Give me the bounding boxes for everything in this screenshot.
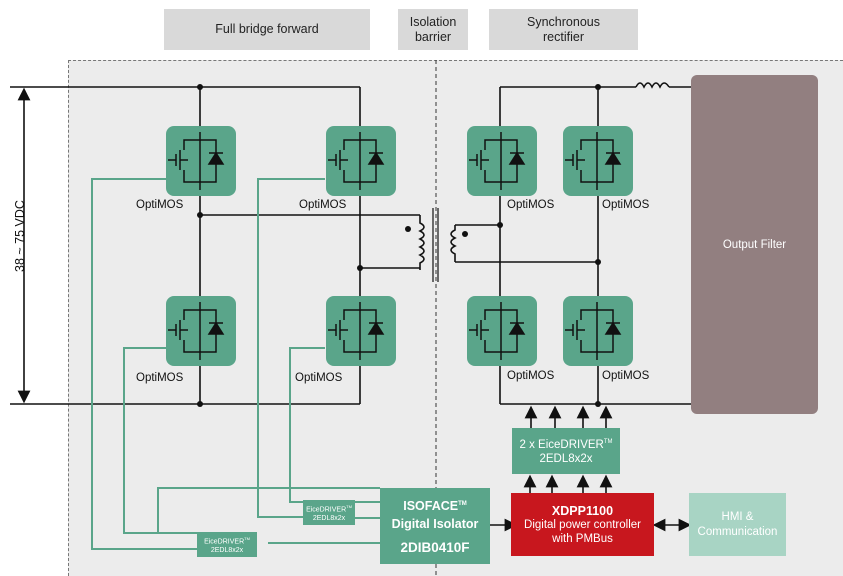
mosfet-label-q1: OptiMOS [136,199,184,211]
mosfet-icon [469,302,526,360]
mosfet-sr4 [563,296,633,366]
xdpp1100-controller: XDPP1100 Digital power controller with P… [511,493,654,556]
eicedriver-small-1: EiceDRIVERTM 2EDL8x2x [303,500,355,525]
mosfet-label-sr4: OptiMOS [602,370,650,382]
input-voltage-label: 38 ~ 75 VDC [13,200,27,272]
mosfet-label-sr1: OptiMOS [507,199,555,211]
mosfet-q2 [326,126,396,196]
header-full-bridge: Full bridge forward [164,9,370,50]
mosfet-icon [328,302,385,360]
mosfet-icon [565,132,622,190]
isoface-digital-isolator: ISOFACETM Digital Isolator 2DIB0410F [380,488,490,564]
mosfet-label-q4: OptiMOS [295,372,343,384]
output-filter-block: Output Filter [691,75,818,414]
mosfet-label-sr3: OptiMOS [507,370,555,382]
eicedriver-sr-block: 2 x EiceDRIVERTM 2EDL8x2x [512,428,620,474]
mosfet-icon [168,132,225,190]
mosfet-icon [565,302,622,360]
mosfet-label-q3: OptiMOS [136,372,184,384]
mosfet-label-q2: OptiMOS [299,199,347,211]
mosfet-icon [328,132,385,190]
mosfet-q3 [166,296,236,366]
mosfet-icon [168,302,225,360]
eicedriver-small-2: EiceDRIVERTM 2EDL8x2x [197,532,257,557]
mosfet-sr3 [467,296,537,366]
mosfet-sr1 [467,126,537,196]
mosfet-q4 [326,296,396,366]
hmi-communication-block: HMI & Communication [689,493,786,556]
mosfet-icon [469,132,526,190]
mosfet-q1 [166,126,236,196]
mosfet-sr2 [563,126,633,196]
mosfet-label-sr2: OptiMOS [602,199,650,211]
